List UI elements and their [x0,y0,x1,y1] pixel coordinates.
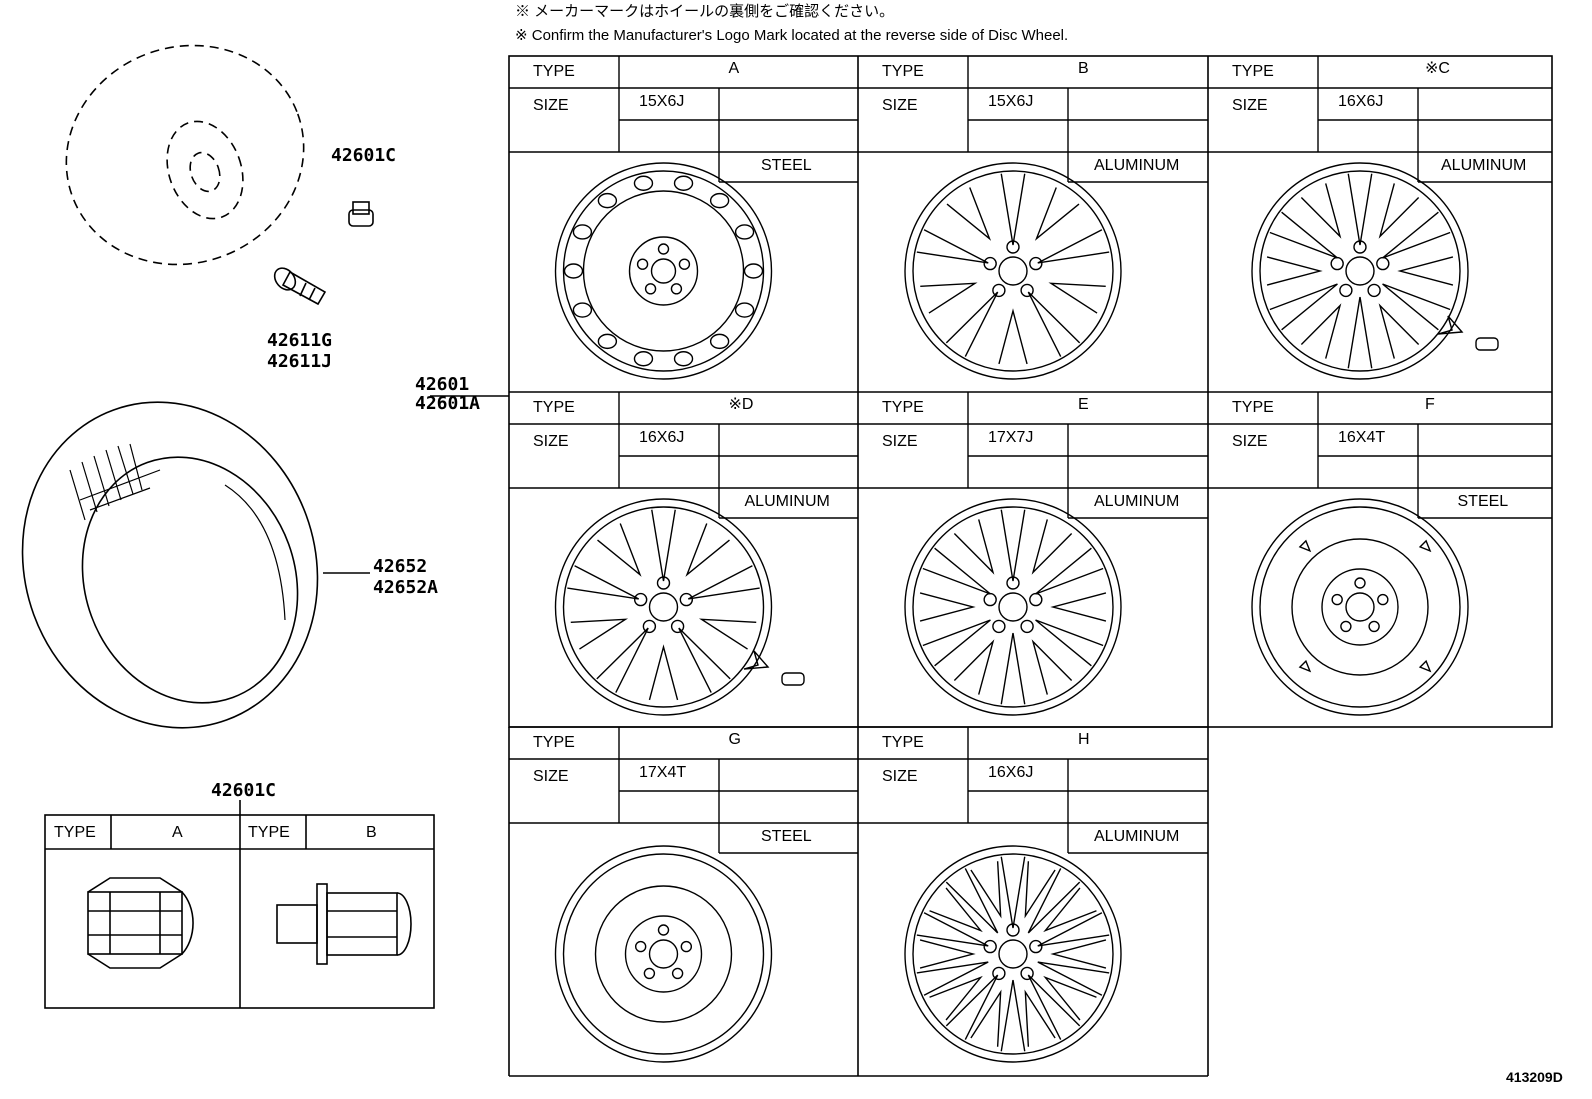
wheel-material-3: ALUMINUM [744,493,830,510]
wheel-material-1: ALUMINUM [1094,157,1180,174]
wheel-3-icon [554,498,773,716]
wheel-material-0: STEEL [761,157,812,174]
wheel-type-1: B [1078,60,1089,77]
nut-type-b: B [366,824,377,841]
wheel-7-icon [904,845,1122,1063]
wheel-6-icon [554,845,773,1063]
wheel-size-label-6: SIZE [533,768,569,785]
wheel-size-3: 16X6J [639,429,685,446]
wheel-type-2: ※C [1425,60,1450,77]
wheel-type-label-7: TYPE [882,734,924,751]
wheel-type-label-4: TYPE [882,399,924,416]
nut-type-label-b: TYPE [248,824,290,841]
wheel-type-3: ※D [728,396,754,413]
wheel-size-label-7: SIZE [882,768,918,785]
nut-type-label-a: TYPE [54,824,96,841]
figure-code: 413209D [1506,1069,1563,1085]
wheel-1-icon [904,162,1122,380]
part-number-nut: 42601C [211,780,277,801]
wheel-cell-1 [858,56,1208,380]
wheel-material-2: ALUMINUM [1441,157,1527,174]
wheel-type-label-1: TYPE [882,63,924,80]
note-en: ※ Confirm the Manufacturer's Logo Mark l… [515,27,1069,44]
wheel-size-label-2: SIZE [1232,97,1268,114]
wheel-size-6: 17X4T [639,764,687,781]
tire-icon [21,401,319,729]
wheel-cap-icon [348,201,374,227]
wheel-size-4: 17X7J [988,429,1034,446]
wheel-size-label-5: SIZE [1232,433,1268,450]
wheel-type-label-2: TYPE [1232,63,1274,80]
part-number-tire-2: 42652A [373,577,439,598]
wheel-cell-2 [1208,56,1552,380]
wheel-material-6: STEEL [761,828,812,845]
wheel-size-1: 15X6J [988,93,1034,110]
wheel-type-label-0: TYPE [533,63,575,80]
wheel-material-5: STEEL [1457,493,1509,510]
wheel-cell-4 [858,392,1208,716]
wheel-type-label-6: TYPE [533,734,575,751]
wheel-cell-5 [1208,392,1552,716]
wheel-type-5: F [1425,396,1435,413]
wheel-cell-7 [858,727,1208,1063]
valve-stem-icon [273,267,327,306]
part-number-valve-1: 42611G [267,330,333,351]
wheel-type-6: G [728,731,741,748]
wheel-size-7: 16X6J [988,764,1034,781]
wheel-2-icon [1251,162,1469,380]
flange-nut-icon [276,883,412,965]
wheel-size-label-4: SIZE [882,433,918,450]
wheel-type-0: A [728,60,740,77]
wheel-material-7: ALUMINUM [1094,828,1180,845]
wheel-type-7: H [1078,731,1090,748]
part-number-wheel-2: 42601A [415,393,481,414]
wheel-size-label-0: SIZE [533,97,569,114]
part-number-wheel-cap: 42601C [331,145,397,166]
wheel-cell-0 [509,56,858,380]
logo-mark-arrow-icon [743,650,805,686]
wheel-material-4: ALUMINUM [1094,493,1180,510]
wheel-4-icon [904,498,1122,716]
wheel-size-0: 15X6J [639,93,685,110]
wheel-cell-6 [509,727,858,1063]
part-number-valve-2: 42611J [267,351,333,372]
wheel-size-2: 16X6J [1338,93,1384,110]
part-number-tire-1: 42652 [373,556,428,577]
wheel-size-5: 16X4T [1338,429,1386,446]
acorn-nut-icon [87,877,194,969]
part-number-wheel-1: 42601 [415,374,470,395]
wheel-outline-icon [65,44,305,266]
nut-type-a: A [172,824,183,841]
wheel-cell-3 [509,392,858,716]
wheel-0-icon [554,162,773,380]
logo-mark-arrow-icon [1437,315,1499,351]
wheel-type-label-5: TYPE [1232,399,1274,416]
wheel-type-label-3: TYPE [533,399,575,416]
wheel-size-label-1: SIZE [882,97,918,114]
wheel-5-icon [1251,498,1469,716]
wheel-size-label-3: SIZE [533,433,569,450]
note-jp: ※ メーカーマークはホイールの裏側をご確認ください。 [515,3,895,20]
wheel-type-4: E [1078,396,1089,413]
